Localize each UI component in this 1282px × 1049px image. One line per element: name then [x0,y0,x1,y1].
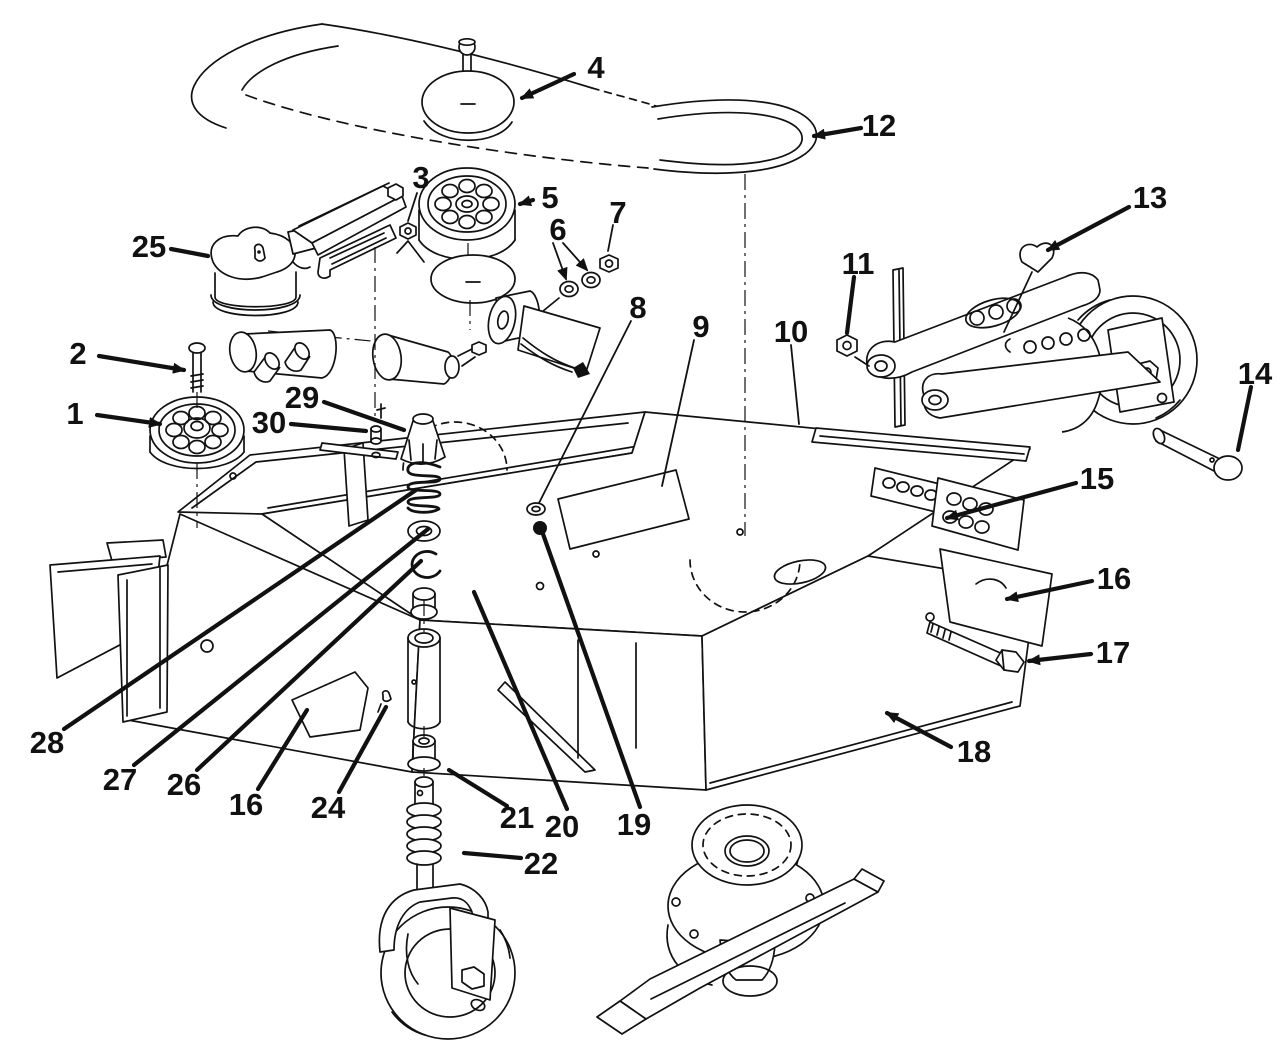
callout-25-27: 25 [132,229,166,264]
callout-13-12: 13 [1133,180,1167,215]
washers-part6 [536,271,601,317]
leader-line-1-0-0 [94,412,163,428]
leader-line-6-5-1 [562,242,589,272]
callout-18-17: 18 [957,734,991,769]
left-skirt-panels [49,539,169,723]
leader-line-20-19-0 [471,589,570,812]
bolt-part17 [926,621,1025,673]
nut-part3 [396,222,425,263]
callout-24-22: 24 [311,790,346,825]
caster-assembly-part22 [378,776,516,1040]
lift-cylinder-assembly [228,290,601,385]
center-stack [370,413,446,772]
leader-line-17-16-0 [1026,651,1094,666]
leader-line-27-25-0 [131,526,431,768]
callout-30-29: 30 [252,405,286,440]
leader-line-9-8-0 [661,339,695,487]
leader-line-24-22-0 [336,704,389,795]
leader-line-7-6-0 [607,224,614,252]
spindle-pulley-part1 [149,396,245,470]
leader-line-16-15-0 [1004,578,1095,603]
callout-16-15: 16 [1097,561,1131,596]
callout-19-18: 19 [617,807,651,842]
callout-14-13: 14 [1238,356,1273,391]
callout-9-8: 9 [692,309,709,344]
leader-line-16-23-0 [255,707,310,792]
callout-10-9: 10 [774,314,808,349]
leader-line-10-9-0 [790,344,800,425]
leader-line-19-18-0 [540,531,643,810]
callout-12-11: 12 [862,108,896,143]
leader-line-6-5-0 [552,242,568,281]
callout-17-16: 17 [1096,635,1130,670]
leader-line-21-20-0 [446,767,510,809]
callout-1-0: 1 [66,396,83,431]
callout-26-24: 26 [167,767,201,802]
callout-28-26: 28 [30,725,64,760]
callout-3-2: 3 [412,160,429,195]
leader-line-14-13-0 [1235,384,1254,453]
idler-pulley-part5 [418,167,516,304]
callout-11-10: 11 [842,246,875,281]
callout-8-7: 8 [629,290,646,325]
leader-line-2-1-0 [96,353,187,374]
callout-15-14: 15 [1080,461,1114,496]
leader-line-8-7-0 [538,320,632,504]
idler-cap-part4 [421,37,515,141]
nut-part7 [599,254,619,273]
centerlines [196,174,746,776]
spindle-blade-assembly [596,804,885,1035]
side-panel-part16 [939,548,1053,647]
callout-6-5: 6 [549,212,566,247]
hole-plates-part15 [870,467,1025,551]
callout-16-23: 16 [229,787,263,822]
leader-line-26-24-0 [194,558,424,773]
callout-7-6: 7 [609,195,626,230]
callout-21-20: 21 [500,800,534,835]
callout-20-19: 20 [545,809,579,844]
callout-22-21: 22 [524,846,558,881]
callout-5-4: 5 [541,180,558,215]
leader-line-30-29-0 [288,421,369,434]
leader-line-15-14-0 [944,480,1079,521]
callout-4-3: 4 [587,50,605,85]
leader-line-4-3-0 [519,71,577,101]
bolt-part2 [188,342,206,393]
callout-29-28: 29 [285,380,319,415]
callout-2-1: 2 [69,336,86,371]
gearbox-part25 [210,182,407,317]
leader-line-29-28-0 [321,399,407,433]
leader-line-25-27-0 [168,246,211,259]
callout-27-25: 27 [103,762,137,797]
leader-line-11-10-0 [844,274,857,336]
leader-line-13-12-0 [1045,204,1132,253]
leader-line-18-17-0 [884,710,954,750]
leader-line-5-4-0 [517,195,536,207]
leader-line-28-26-0 [61,487,419,732]
leader-line-3-2-0 [407,192,418,222]
gauge-wheel-arm-assembly [836,242,1243,481]
deck-shell [127,267,1037,791]
leader-line-22-21-0 [461,850,524,861]
leader-line-12-11-0 [811,125,864,140]
